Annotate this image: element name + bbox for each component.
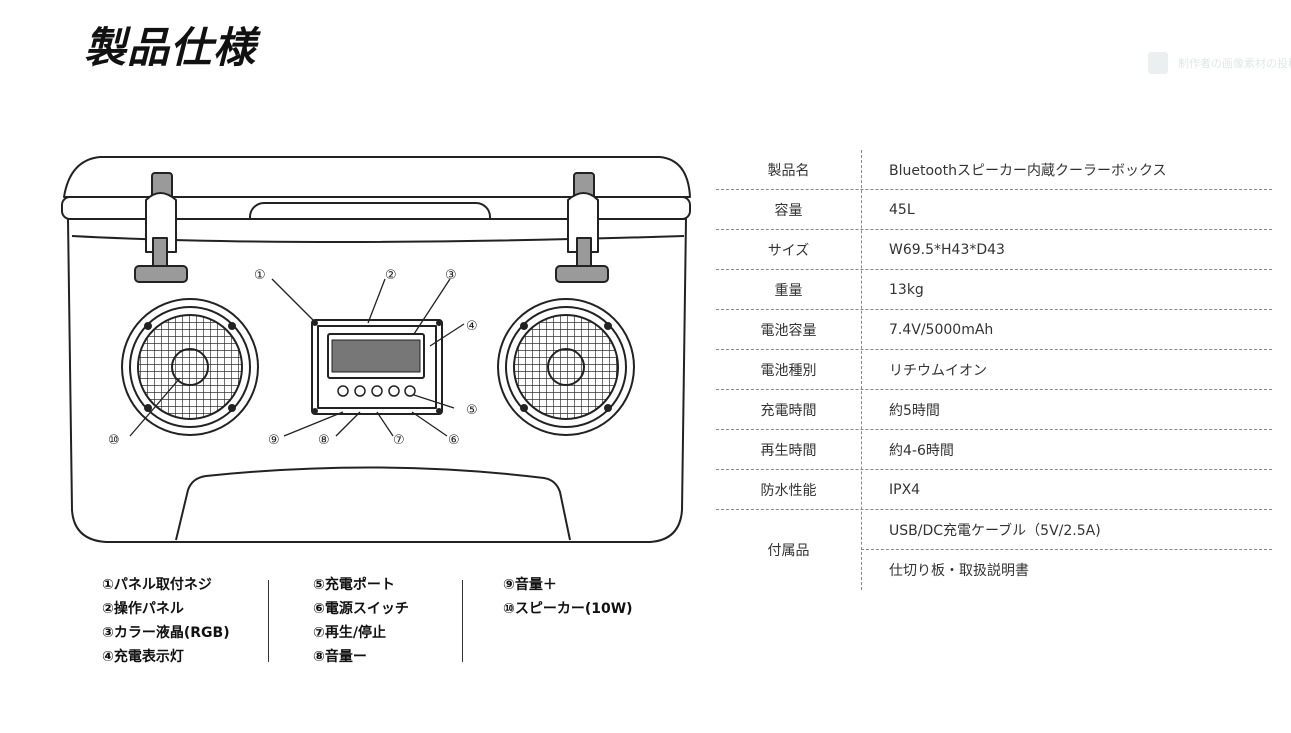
callout-3: ③: [445, 268, 457, 283]
spec-value: 7.4V/5000mAh: [889, 321, 994, 338]
spec-label: 製品名: [767, 162, 810, 179]
latch-right: [555, 172, 609, 283]
callout-4: ④: [466, 319, 478, 334]
spec-label: 付属品: [767, 542, 810, 559]
spec-row: 容量 45L: [716, 190, 1272, 230]
legend-item: ①パネル取付ネジ: [102, 577, 212, 593]
callout-9: ⑨: [268, 433, 280, 448]
legend-item: ⑦再生/停止: [313, 625, 386, 641]
spec-label: 再生時間: [760, 442, 817, 459]
legend-divider: [462, 580, 463, 662]
watermark-icon: [1148, 52, 1168, 74]
spec-value: 仕切り板・取扱説明書: [889, 562, 1029, 579]
watermark: 制作者の画像素材の投稿: [1148, 52, 1291, 74]
legend-item: ③カラー液晶(RGB): [102, 625, 230, 641]
callout-5: ⑤: [466, 403, 478, 418]
callout-8: ⑧: [318, 433, 330, 448]
legend-item: ⑧音量ー: [313, 649, 367, 665]
callout-10: ⑩: [108, 433, 120, 448]
callout-2: ②: [385, 268, 397, 283]
legend-column-1: ①パネル取付ネジ ②操作パネル ③カラー液晶(RGB) ④充電表示灯: [102, 573, 230, 669]
spec-value: USB/DC充電ケーブル（5V/2.5A): [889, 522, 1101, 539]
spec-value: 45L: [889, 201, 915, 218]
speaker-right: [497, 298, 635, 436]
spec-row: 製品名 Bluetoothスピーカー内蔵クーラーボックス: [716, 150, 1272, 190]
cooler-body: [67, 218, 687, 543]
spec-value: 13kg: [889, 281, 924, 298]
legend-divider: [268, 580, 269, 662]
spec-value: 約4-6時間: [889, 442, 954, 459]
spec-row: 防水性能 IPX4: [716, 470, 1272, 510]
spec-value: 約5時間: [889, 402, 940, 419]
spec-label: 充電時間: [760, 402, 817, 419]
page-title: 製品仕様: [84, 23, 257, 72]
speaker-left: [121, 298, 259, 436]
spec-row: 電池容量 7.4V/5000mAh: [716, 310, 1272, 350]
spec-row: 電池種別 リチウムイオン: [716, 350, 1272, 390]
spec-value: リチウムイオン: [889, 362, 987, 379]
bottom-recess: [175, 466, 571, 541]
legend-item: ④充電表示灯: [102, 649, 184, 665]
spec-value: W69.5*H43*D43: [889, 241, 1005, 258]
legend-item: ⑥電源スイッチ: [313, 601, 409, 617]
spec-subdivider: [861, 549, 1272, 550]
spec-label: 電池容量: [760, 322, 817, 339]
spec-row-accessories: 付属品 USB/DC充電ケーブル（5V/2.5A) 仕切り板・取扱説明書: [716, 510, 1272, 589]
spec-value: Bluetoothスピーカー内蔵クーラーボックス: [889, 162, 1167, 179]
watermark-text: 制作者の画像素材の投稿: [1178, 57, 1291, 70]
latch-left: [134, 172, 188, 283]
callout-1: ①: [254, 268, 266, 283]
spec-label: 防水性能: [760, 482, 817, 499]
spec-label: 容量: [774, 202, 803, 219]
legend-item: ②操作パネル: [102, 601, 184, 617]
legend-item: ⑨音量＋: [503, 577, 557, 593]
legend-column-2: ⑤充電ポート ⑥電源スイッチ ⑦再生/停止 ⑧音量ー: [313, 573, 409, 669]
legend-item: ⑤充電ポート: [313, 577, 395, 593]
legend-item: ⑩スピーカー(10W): [503, 601, 633, 617]
spec-column-divider: [861, 150, 863, 590]
legend-column-3: ⑨音量＋ ⑩スピーカー(10W): [503, 573, 633, 621]
cooler-box-diagram: ① ② ③ ④ ⑤ ⑥ ⑦ ⑧ ⑨ ⑩: [61, 156, 691, 543]
control-panel: [311, 319, 443, 415]
spec-row: 重量 13kg: [716, 270, 1272, 310]
callout-7: ⑦: [393, 433, 405, 448]
spec-row: サイズ W69.5*H43*D43: [716, 230, 1272, 270]
spec-table: 製品名 Bluetoothスピーカー内蔵クーラーボックス 容量 45L サイズ …: [716, 150, 1272, 590]
spec-row: 充電時間 約5時間: [716, 390, 1272, 430]
cooler-lid: [63, 156, 691, 198]
spec-value: IPX4: [889, 481, 921, 498]
spec-label: 重量: [774, 282, 803, 299]
spec-label: サイズ: [767, 242, 810, 259]
spec-row: 再生時間 約4-6時間: [716, 430, 1272, 470]
spec-label: 電池種別: [760, 362, 817, 379]
callout-6: ⑥: [448, 433, 460, 448]
